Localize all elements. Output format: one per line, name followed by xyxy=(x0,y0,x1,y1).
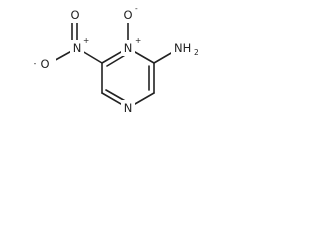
charge-n-oxide: + xyxy=(135,36,141,45)
atom-n-nitro: N xyxy=(73,41,82,55)
atom-bg-o-top xyxy=(67,7,83,23)
atom-n-oxide: N xyxy=(124,41,133,55)
atom-bg-o-oxide xyxy=(120,7,136,23)
atom-n-ring: N xyxy=(124,101,133,115)
atom-o-oxide: O xyxy=(123,8,132,22)
atom-nh2-subscript: 2 xyxy=(194,48,199,57)
molecule-svg: N + O O - N + O - NH 2 N xyxy=(34,4,205,116)
charge-o-oxide: - xyxy=(135,4,138,13)
atom-o-left: O xyxy=(40,57,49,71)
atom-bg-n-ring xyxy=(121,100,135,116)
atom-bg-n-nitro xyxy=(70,40,84,56)
atom-bg-o-left xyxy=(34,56,56,72)
charge-n-nitro: + xyxy=(83,36,89,45)
atom-o-top: O xyxy=(70,8,79,22)
atom-bg-n-oxide xyxy=(121,40,135,56)
charge-o-left: - xyxy=(34,59,37,68)
atom-nh2: NH xyxy=(174,41,191,55)
structure-diagram: N + O O - N + O - NH 2 N xyxy=(0,0,208,138)
atom-bg-nh2 xyxy=(171,39,205,57)
